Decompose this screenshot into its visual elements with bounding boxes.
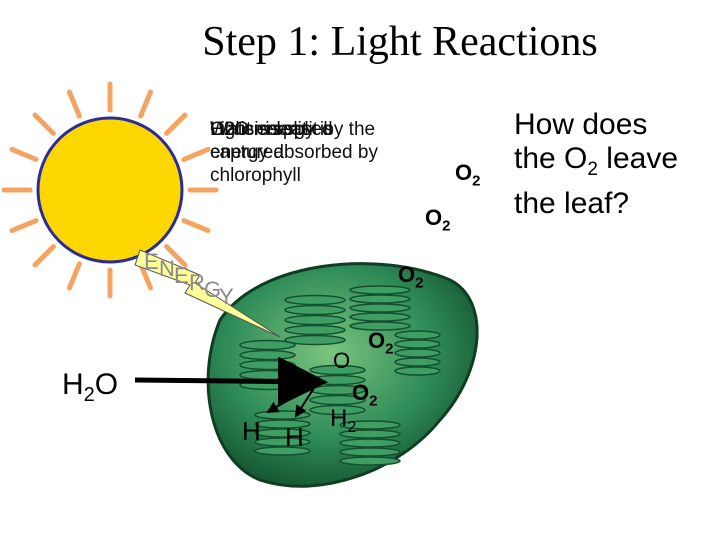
thylakoid-disc xyxy=(254,437,311,447)
water-molecule: H2O xyxy=(62,368,119,406)
energy-bolt-icon: ENERGY xyxy=(134,249,281,338)
thylakoid-disc xyxy=(394,330,441,340)
split-arrow-left xyxy=(266,385,313,414)
hydrogen-atom-right: H xyxy=(285,422,304,452)
sun-ray xyxy=(164,244,188,268)
page-title: Step 1: Light Reactions xyxy=(202,19,598,65)
thylakoid-disc xyxy=(284,334,346,346)
sun-ray xyxy=(9,146,39,162)
caption-1: Water is split by the energy absorbed by… xyxy=(210,119,378,186)
hydrogen-molecule: H2 xyxy=(330,405,357,436)
question-line-1: How does xyxy=(514,108,648,141)
thylakoid-disc xyxy=(349,294,411,304)
thylakoid-disc xyxy=(284,294,346,306)
thylakoid-disc xyxy=(349,285,411,295)
water-input-arrow xyxy=(134,356,328,407)
o2-molecule-3: O2 xyxy=(398,262,424,292)
thylakoid-disc xyxy=(339,429,401,439)
thylakoid-disc xyxy=(394,339,441,349)
thylakoid-disc xyxy=(349,303,411,313)
sun-ray xyxy=(66,261,82,291)
sun-disc xyxy=(36,116,184,264)
sun-ray xyxy=(66,89,82,119)
thylakoid-disc xyxy=(284,304,346,316)
hydrogen-atom-left: H xyxy=(242,416,261,446)
caption-2: O2 is released xyxy=(210,119,333,140)
sun-rays xyxy=(1,81,219,299)
energy-label: ENERGY xyxy=(144,249,234,309)
sun-ray xyxy=(181,218,211,234)
sun-ray xyxy=(181,146,211,162)
sun-ray xyxy=(32,244,56,268)
caption-4: H2O is split xyxy=(210,119,308,140)
thylakoid-disc xyxy=(284,324,346,336)
split-arrow-right xyxy=(294,387,315,418)
thylakoid-disc xyxy=(349,321,411,331)
sun-ray xyxy=(138,89,154,119)
thylakoid-disc xyxy=(254,446,311,456)
sun-ray xyxy=(9,218,39,234)
thylakoid-disc xyxy=(239,339,296,351)
o2-molecule-4: O2 xyxy=(368,328,394,358)
thylakoid-disc xyxy=(394,348,441,358)
o2-molecule-2: O2 xyxy=(425,205,451,235)
thylakoid-disc xyxy=(394,357,441,367)
thylakoid-disc xyxy=(339,438,401,448)
oxygen-atom: O xyxy=(333,348,351,373)
o2-molecule-5: O2 xyxy=(352,380,378,410)
question-line-2: the O2 leave xyxy=(514,142,679,180)
thylakoid-disc xyxy=(339,447,401,457)
thylakoid-disc xyxy=(339,420,401,430)
thylakoid-disc xyxy=(254,428,311,438)
o2-molecule-1: O2 xyxy=(455,160,481,190)
thylakoid-disc xyxy=(349,312,411,322)
question-text: How does the O2 leave the leaf? xyxy=(514,108,714,221)
thylakoid-disc xyxy=(284,314,346,326)
thylakoid-disc xyxy=(309,404,366,416)
energy-bolt-shape xyxy=(134,249,281,338)
sun-icon xyxy=(1,81,219,299)
caption-3: Light energy is captured xyxy=(210,119,334,163)
sun-ray xyxy=(164,112,188,136)
thylakoid-disc xyxy=(254,419,311,429)
thylakoid-disc xyxy=(339,456,401,466)
thylakoid-disc xyxy=(394,366,441,376)
question-line-3: the leaf? xyxy=(514,187,630,220)
sun-ray xyxy=(32,112,56,136)
